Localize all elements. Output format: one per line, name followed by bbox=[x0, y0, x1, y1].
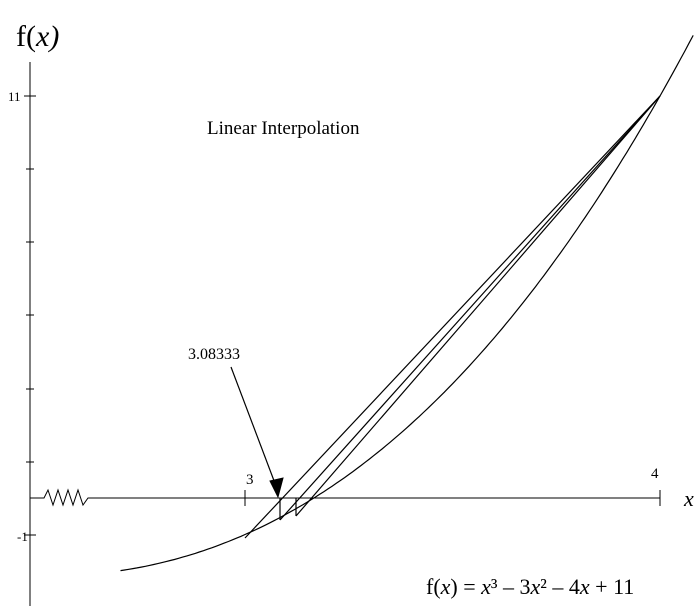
x-axis-break bbox=[30, 488, 660, 507]
secant-lines bbox=[244, 95, 661, 539]
equation-var: x bbox=[440, 574, 451, 599]
callout-arrowhead bbox=[269, 477, 284, 499]
equation-part: ) = bbox=[450, 574, 481, 599]
y-axis-label-suffix: ) bbox=[47, 20, 59, 53]
estimate-markers bbox=[279, 498, 297, 520]
equation-var: x bbox=[530, 574, 541, 599]
equation-part: ³ – 3 bbox=[491, 574, 531, 599]
y-axis-label: f(x) bbox=[16, 20, 59, 53]
equation-part: f( bbox=[426, 574, 441, 599]
equation-var: x bbox=[579, 574, 590, 599]
equation: f(x) = x³ – 3x² – 4x + 11 bbox=[426, 574, 634, 599]
secant-line-1 bbox=[244, 95, 661, 539]
x-axis-label: x bbox=[683, 486, 694, 511]
equation-part: + 11 bbox=[590, 574, 635, 599]
diagram-title: Linear Interpolation bbox=[207, 118, 360, 139]
x-tick-label-3: 3 bbox=[246, 472, 254, 488]
x-tick-label-4: 4 bbox=[651, 466, 659, 482]
y-axis-ticks bbox=[24, 95, 36, 536]
y-tick-label-neg1: -1 bbox=[17, 529, 28, 544]
secant-line-3 bbox=[295, 95, 661, 517]
y-axis-label-prefix: f( bbox=[16, 20, 36, 53]
function-curve bbox=[120, 35, 694, 572]
equation-part: ² – 4 bbox=[540, 574, 580, 599]
equation-var: x bbox=[480, 574, 491, 599]
callout-arrow-line bbox=[230, 366, 277, 487]
secant-line-2 bbox=[279, 95, 661, 521]
callout-value: 3.08333 bbox=[188, 346, 240, 363]
y-tick-label-11: 11 bbox=[8, 89, 21, 104]
y-axis-label-var: x bbox=[35, 20, 50, 53]
